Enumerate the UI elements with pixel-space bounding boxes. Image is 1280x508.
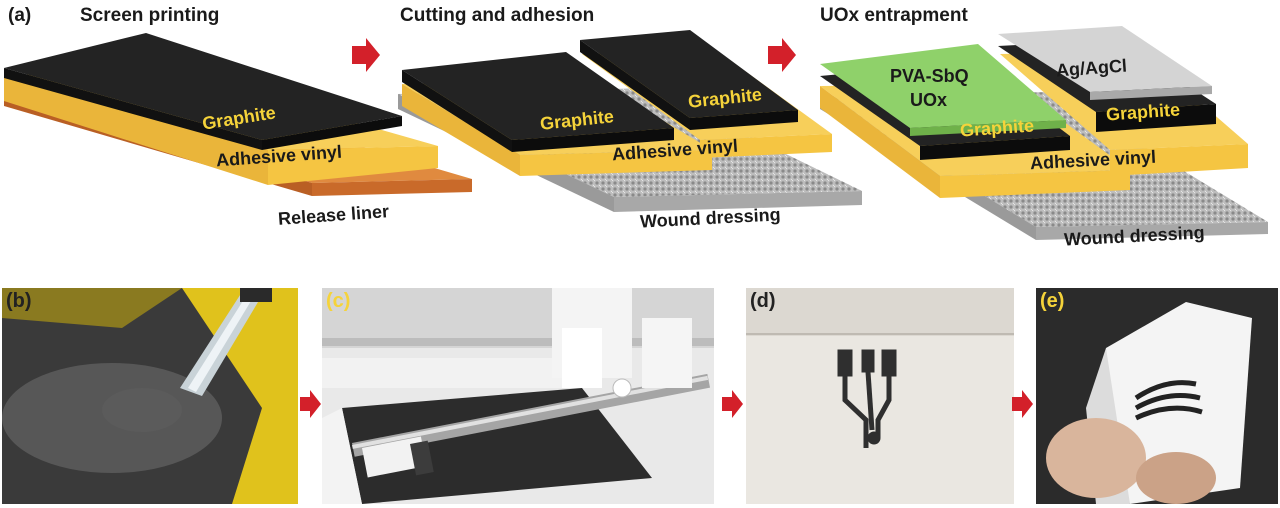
panel-a-label: (a) xyxy=(8,5,32,26)
step2-title: Cutting and adhesion xyxy=(400,5,595,26)
graphite-layer xyxy=(4,33,402,140)
electrode-icon xyxy=(837,349,897,448)
uox-label: UOx xyxy=(910,90,948,110)
photo-e-flexible-sensor: (e) xyxy=(1036,288,1278,504)
arrow-icon xyxy=(768,38,796,72)
arrow-icon xyxy=(300,390,321,418)
step3-title: UOx entrapment xyxy=(820,5,968,26)
photo-d-printed-sensor: (d) xyxy=(746,288,1014,504)
arrow-icon xyxy=(352,38,380,72)
pva-sbq-layer xyxy=(820,44,1066,128)
step2-stack xyxy=(398,30,862,212)
pva-sbq-label: PVA-SbQ xyxy=(890,66,969,86)
step1-title: Screen printing xyxy=(80,5,220,26)
photo-b-label: (b) xyxy=(6,290,32,312)
step3-stack xyxy=(820,26,1268,240)
photo-d-label: (d) xyxy=(750,290,776,312)
photo-c-label: (c) xyxy=(326,290,351,312)
step1-stack xyxy=(4,33,472,196)
photo-b-screen-printing: (b) xyxy=(2,288,298,504)
ag-agcl-layer xyxy=(998,26,1212,92)
photo-e-label: (e) xyxy=(1040,290,1065,312)
schematic-panel-a xyxy=(4,26,1268,240)
photo-c-cutting-machine: (c) xyxy=(322,288,714,504)
arrow-icon xyxy=(722,390,743,418)
arrow-icon xyxy=(1012,390,1033,418)
